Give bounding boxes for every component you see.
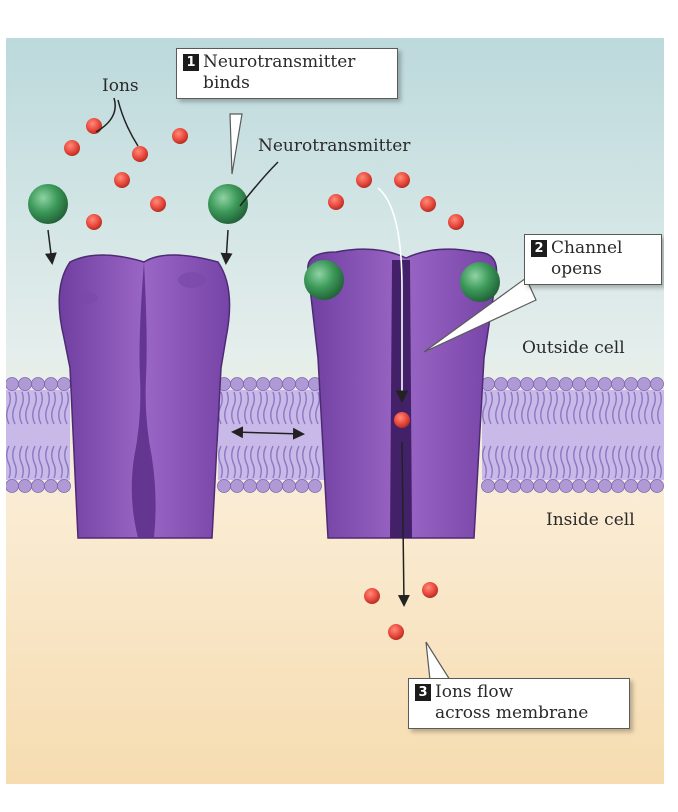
neurotransmitter-free-right [208,184,248,224]
callout-pointer-2 [423,277,537,353]
step-2-line2: opens [551,259,602,279]
label-outside-cell: Outside cell [522,338,625,358]
neurotransmitter-bound-left [304,260,344,300]
ion-channel-diagram [6,38,664,784]
label-inside-cell: Inside cell [546,510,635,530]
callout-pointer-1 [229,113,243,175]
channel-closed [58,254,231,539]
step-number-2: 2 [531,240,547,257]
label-neurotransmitter: Neurotransmitter [258,136,411,156]
step-1-line1: Neurotransmitter [203,52,356,72]
neurotransmitter-free-left [28,184,68,224]
step-2-line1: Channel [551,238,623,258]
step-3-line1: Ions flow [435,682,514,702]
step-number-3: 3 [415,684,431,701]
step-3-line2: across membrane [435,703,589,723]
arrows [44,97,410,607]
diagram-panel: Ions Neurotransmitter Outside cell Insid… [6,38,664,784]
step-number-1: 1 [183,54,199,71]
ions [64,118,464,640]
lipid-bilayer [6,377,664,493]
neurotransmitter-bound-right [460,262,500,302]
step-1-line2: binds [203,73,250,93]
label-ions: Ions [102,76,139,96]
